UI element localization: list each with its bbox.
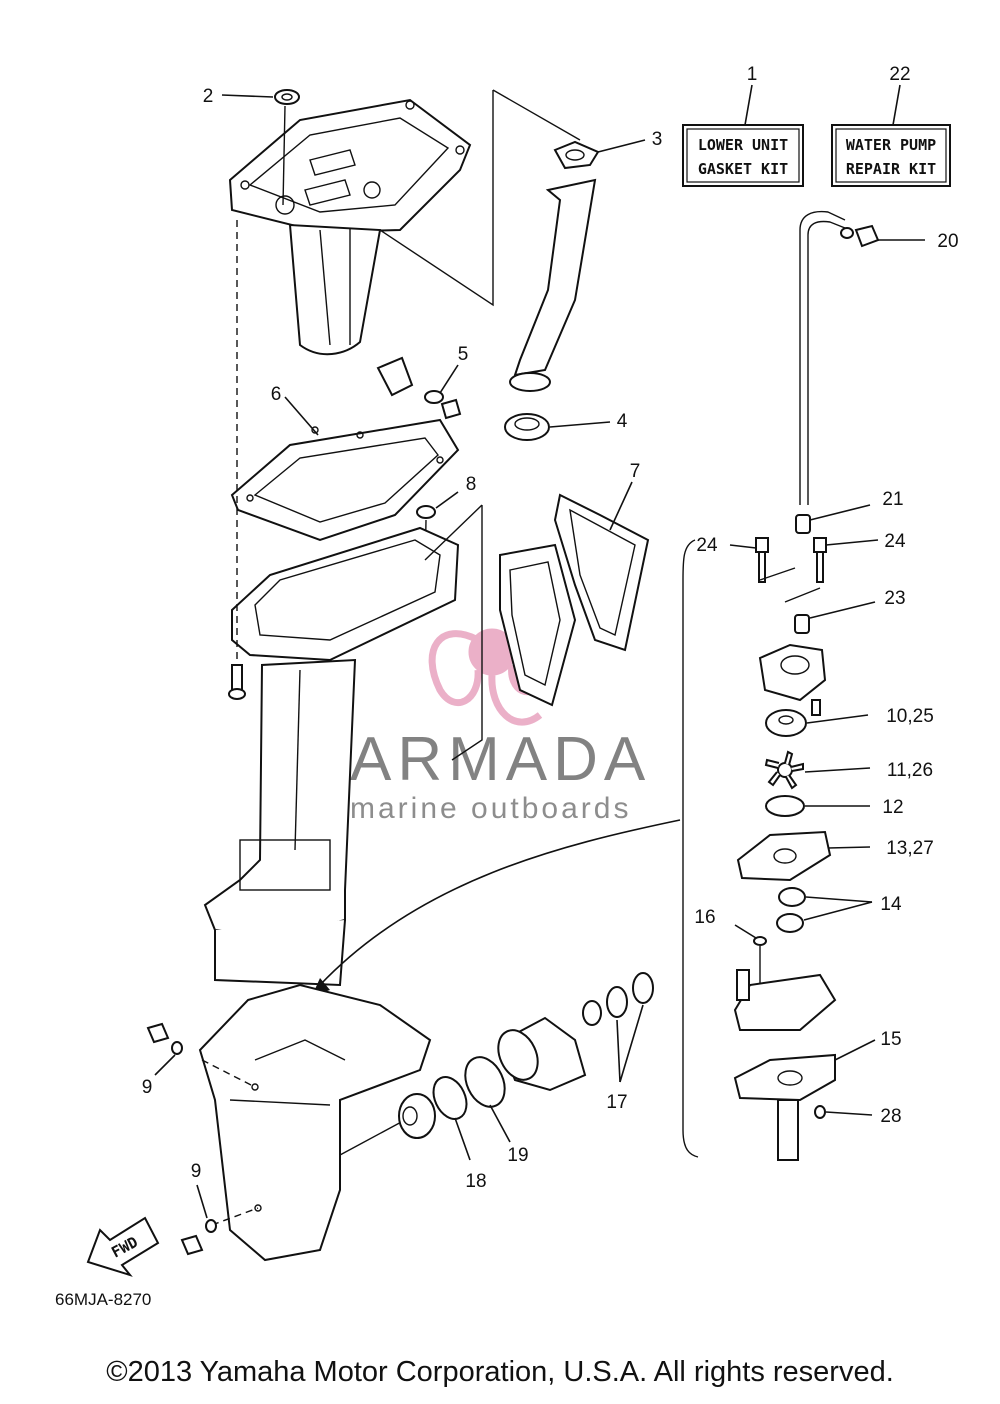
callout-13-27: 13,27 [886, 838, 934, 859]
part-6-gasket [230, 418, 460, 542]
part-15-outer-plate [733, 969, 837, 1102]
watermark-subtitle: marine outboards [350, 792, 631, 825]
callout-21: 21 [882, 489, 903, 510]
pump-housing [758, 643, 827, 716]
part-17-seals [606, 972, 654, 1018]
callout-14: 14 [880, 894, 902, 915]
callout-16: 16 [694, 907, 715, 928]
callout-24-right: 24 [884, 531, 906, 552]
part-4-seal [504, 413, 550, 441]
callout-10-25: 10,25 [886, 706, 934, 727]
part-19-oring [464, 1056, 506, 1108]
callout-20: 20 [937, 231, 958, 252]
upper-casing [203, 526, 460, 987]
callout-22: 22 [889, 64, 910, 85]
callout-24-left: 24 [696, 535, 718, 556]
gearcase [198, 983, 432, 1262]
bearing-housing [398, 1093, 436, 1139]
part-13-27-plate [736, 830, 832, 882]
kit-22-line1: WATER PUMP [846, 136, 936, 154]
exhaust-pipe [509, 178, 597, 392]
callout-6: 6 [271, 384, 282, 405]
watermark-title: ARMADA [350, 725, 651, 794]
part-5-collar-nut [376, 356, 462, 420]
propeller-shaft-housing [497, 1000, 602, 1092]
copyright-notice: ©2013 Yamaha Motor Corporation, U.S.A. A… [106, 1356, 894, 1388]
callout-3: 3 [652, 129, 663, 150]
lower-unit-gasket-kit-box: LOWER UNIT GASKET KIT [682, 124, 804, 187]
part-28-pin [814, 1105, 826, 1119]
kit-1-line2: GASKET KIT [698, 160, 788, 178]
part-12-oring [765, 795, 805, 817]
callout-12: 12 [882, 797, 903, 818]
part-23-insert [794, 614, 810, 634]
part-14-bearings [776, 887, 806, 933]
callout-9-upper: 9 [142, 1077, 153, 1098]
callout-8: 8 [466, 474, 477, 495]
kit-22-line2: REPAIR KIT [846, 160, 936, 178]
callout-5: 5 [458, 344, 469, 365]
water-pump-repair-kit-box: WATER PUMP REPAIR KIT [831, 124, 951, 187]
callout-1: 1 [747, 64, 758, 85]
callout-15: 15 [880, 1029, 901, 1050]
part-9-plug-lower [180, 1219, 217, 1256]
callout-18: 18 [465, 1171, 486, 1192]
diagram-code: 66MJA-8270 [55, 1290, 151, 1309]
callout-4: 4 [617, 411, 628, 432]
part-10-25-cartridge [765, 709, 807, 737]
watermark: ARMADA marine outboards [350, 624, 651, 825]
exhaust-guide-assembly [228, 98, 472, 356]
forward-arrow-icon: FWD [86, 1216, 160, 1277]
kit-1-line1: LOWER UNIT [698, 136, 788, 154]
part-8-damper [416, 505, 436, 519]
callout-28: 28 [880, 1106, 901, 1127]
callout-7: 7 [630, 461, 641, 482]
drive-shaft [777, 1099, 799, 1161]
part-16-seal [753, 936, 767, 946]
part-24-bolt-left [755, 537, 769, 583]
callout-2: 2 [203, 86, 214, 107]
callouts: 1 22 2 3 20 5 6 4 7 8 21 24 24 23 10,25 … [142, 64, 959, 1192]
callout-23: 23 [884, 588, 905, 609]
part-9-plug-upper [146, 1022, 183, 1055]
part-21-grommet [795, 514, 811, 534]
callout-17: 17 [606, 1092, 627, 1113]
part-3-gasket [553, 140, 600, 170]
callout-19: 19 [507, 1145, 528, 1166]
part-11-26-impeller [764, 750, 804, 790]
upper-bolt [228, 664, 246, 700]
callout-9-lower: 9 [191, 1161, 202, 1182]
part-7-covers [499, 493, 650, 707]
callout-11-26: 11,26 [887, 760, 933, 781]
part-2-grommet [274, 89, 300, 105]
part-20-grommet [840, 224, 880, 248]
part-18-oring [432, 1076, 468, 1120]
part-24-bolt-right [813, 537, 827, 583]
